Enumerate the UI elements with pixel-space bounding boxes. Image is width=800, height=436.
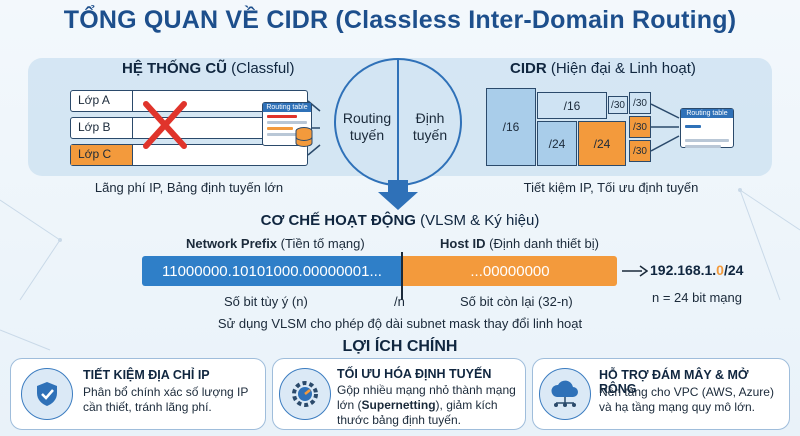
benefit-body-routing: Gộp nhiều mạng nhỏ thành mạng lớn (Super… <box>337 383 516 427</box>
block-30-c: /30 <box>629 116 651 138</box>
example-note: n = 24 bit mạng <box>652 290 742 305</box>
cidr-routing-table: Routing table <box>680 108 734 148</box>
cidr-heading: CIDR (Hiện đại & Linh hoạt) <box>510 60 696 77</box>
gear-gauge-icon <box>279 368 331 420</box>
block-30-a: /30 <box>608 96 628 114</box>
vlsm-note: Sử dụng VLSM cho phép độ dài subnet mask… <box>217 316 583 331</box>
legacy-heading: HỆ THỐNG CŨ (Classful) <box>122 60 295 77</box>
benefit-card-ip: TIẾT KIỆM ĐỊA CHỈ IP Phân bổ chính xác s… <box>10 358 266 430</box>
benefits-heading: LỢI ÍCH CHÍNH <box>342 338 458 355</box>
cloud-network-icon <box>539 368 591 420</box>
network-prefix-bar: 11000000.10101000.00000001... <box>142 256 402 286</box>
circle-divider <box>397 60 399 184</box>
benefit-title-cloud: HỖ TRỢ ĐÁM MÂY & MỞ RỘNG <box>599 368 749 396</box>
benefit-body-cloud: Nền tảng cho VPC (AWS, Azure) và hạ tầng… <box>599 385 774 414</box>
block-16-large: /16 <box>486 88 536 166</box>
class-a-row: Lớp A <box>70 90 308 112</box>
prefix-note: Số bit tùy ý (n) <box>224 294 308 309</box>
benefit-title-ip: TIẾT KIỆM ĐỊA CHỈ IP <box>83 368 210 382</box>
legacy-routing-table: Routing table <box>262 102 312 146</box>
host-label: Host ID (Định danh thiết bị) <box>440 236 599 251</box>
class-c-label: Lớp C <box>71 145 133 165</box>
prefix-host-divider <box>401 252 403 300</box>
host-note: Số bit còn lại (32-n) <box>460 294 573 309</box>
cidr-connector-lines <box>651 103 680 152</box>
slash-n-label: /n <box>394 294 405 309</box>
cidr-caption: Tiết kiệm IP, Tối ưu định tuyến <box>523 180 699 195</box>
benefit-body-ip: Phân bổ chính xác số lượng IP cần thiết,… <box>83 385 249 414</box>
legacy-caption: Lãng phí IP, Bảng định tuyến lớn <box>94 180 284 195</box>
benefit-card-cloud: HỖ TRỢ ĐÁM MÂY & MỞ RỘNG Nền tảng cho VP… <box>532 358 790 430</box>
mechanism-heading: CƠ CHẾ HOẠT ĐỘNG (VLSM & Ký hiệu) <box>260 212 540 229</box>
benefit-card-routing: TỐI ƯU HÓA ĐỊNH TUYẾN Gộp nhiều mạng nhỏ… <box>272 358 526 430</box>
down-arrow-icon <box>378 180 418 210</box>
class-b-label: Lớp B <box>71 118 133 138</box>
block-30-d: /30 <box>629 140 651 162</box>
routing-table-label: Routing table <box>263 103 311 112</box>
cidr-routing-table-label: Routing table <box>681 109 733 118</box>
prefix-label: Network Prefix (Tiền tố mạng) <box>186 236 365 251</box>
block-30-b: /30 <box>629 92 651 114</box>
benefit-title-routing: TỐI ƯU HÓA ĐỊNH TUYẾN <box>337 367 492 381</box>
example-ip: 192.168.1.0/24 <box>650 262 744 278</box>
circle-right-text: Định tuyến <box>412 110 448 143</box>
class-a-label: Lớp A <box>71 91 133 111</box>
block-24-orange: /24 <box>578 121 626 166</box>
class-b-row: Lớp B <box>70 117 308 139</box>
block-16-small: /16 <box>537 92 607 119</box>
host-id-bar: ...00000000 <box>403 256 617 286</box>
cross-icon <box>143 101 187 149</box>
right-arrow-icon <box>622 265 648 277</box>
circle-left-text: Routing tuyến <box>342 110 392 143</box>
block-24-blue: /24 <box>537 121 577 166</box>
database-icon <box>295 127 313 147</box>
shield-check-icon <box>21 368 73 420</box>
class-c-row: Lớp C <box>70 144 308 166</box>
page-title: TỔNG QUAN VỀ CIDR (Classless Inter-Domai… <box>63 6 737 34</box>
